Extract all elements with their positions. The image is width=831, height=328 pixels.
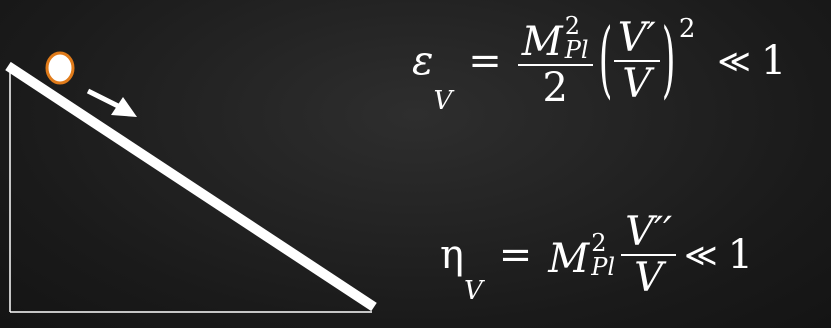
- right-paren: ): [661, 11, 676, 109]
- eta-prefactor: M 2 Pl: [548, 231, 615, 279]
- eta-symbol: η: [440, 232, 464, 278]
- epsilon-inner-denominator: V: [622, 61, 652, 107]
- epsilon-subscript: V: [433, 86, 453, 116]
- planck-mass-subscript: Pl: [564, 36, 589, 64]
- eta-planck-mass-symbol: M: [548, 236, 590, 282]
- ball-icon: [45, 51, 75, 85]
- incline-ramp: [5, 61, 377, 312]
- eta-fraction-bar: [621, 254, 677, 256]
- eta-numerator: V′′: [625, 209, 673, 255]
- eta-rhs: 1: [727, 232, 754, 278]
- left-paren: (: [598, 11, 613, 109]
- epsilon-prefactor-denominator: 2: [542, 65, 568, 111]
- epsilon-outer-exponent: 2: [678, 14, 696, 44]
- epsilon-prefactor-numerator: M 2 Pl: [518, 14, 593, 62]
- eta-much-less-than: ≪: [684, 236, 718, 274]
- arrow-down-right-icon: [111, 97, 137, 117]
- eta-denominator: V: [634, 255, 664, 301]
- eta-planck-mass-scripts: 2 Pl: [591, 231, 615, 279]
- planck-mass-scripts: 2 Pl: [565, 14, 589, 62]
- eta-subscript: V: [463, 276, 483, 306]
- eta-equals: =: [498, 232, 533, 278]
- epsilon-inner-bar: [613, 60, 660, 62]
- eta-fraction: V′′ V: [621, 209, 677, 301]
- epsilon-symbol: ε: [412, 38, 434, 84]
- epsilon-prefactor-fraction: M 2 Pl 2: [517, 14, 593, 111]
- eta-planck-mass-superscript: 2: [591, 229, 607, 257]
- epsilon-inner-numerator: V′: [617, 15, 656, 61]
- epsilon-rhs: 1: [760, 38, 787, 84]
- epsilon-inner-fraction: V′ V: [613, 15, 660, 107]
- planck-mass-superscript: 2: [564, 12, 581, 40]
- epsilon-much-less-than: ≪: [717, 42, 751, 80]
- eta-planck-mass-subscript: Pl: [591, 253, 616, 281]
- arrow-shaft: [86, 88, 124, 111]
- planck-mass-symbol: M: [521, 19, 563, 65]
- epsilon-equals: =: [468, 38, 502, 84]
- epsilon-prefactor-bar: [517, 64, 593, 66]
